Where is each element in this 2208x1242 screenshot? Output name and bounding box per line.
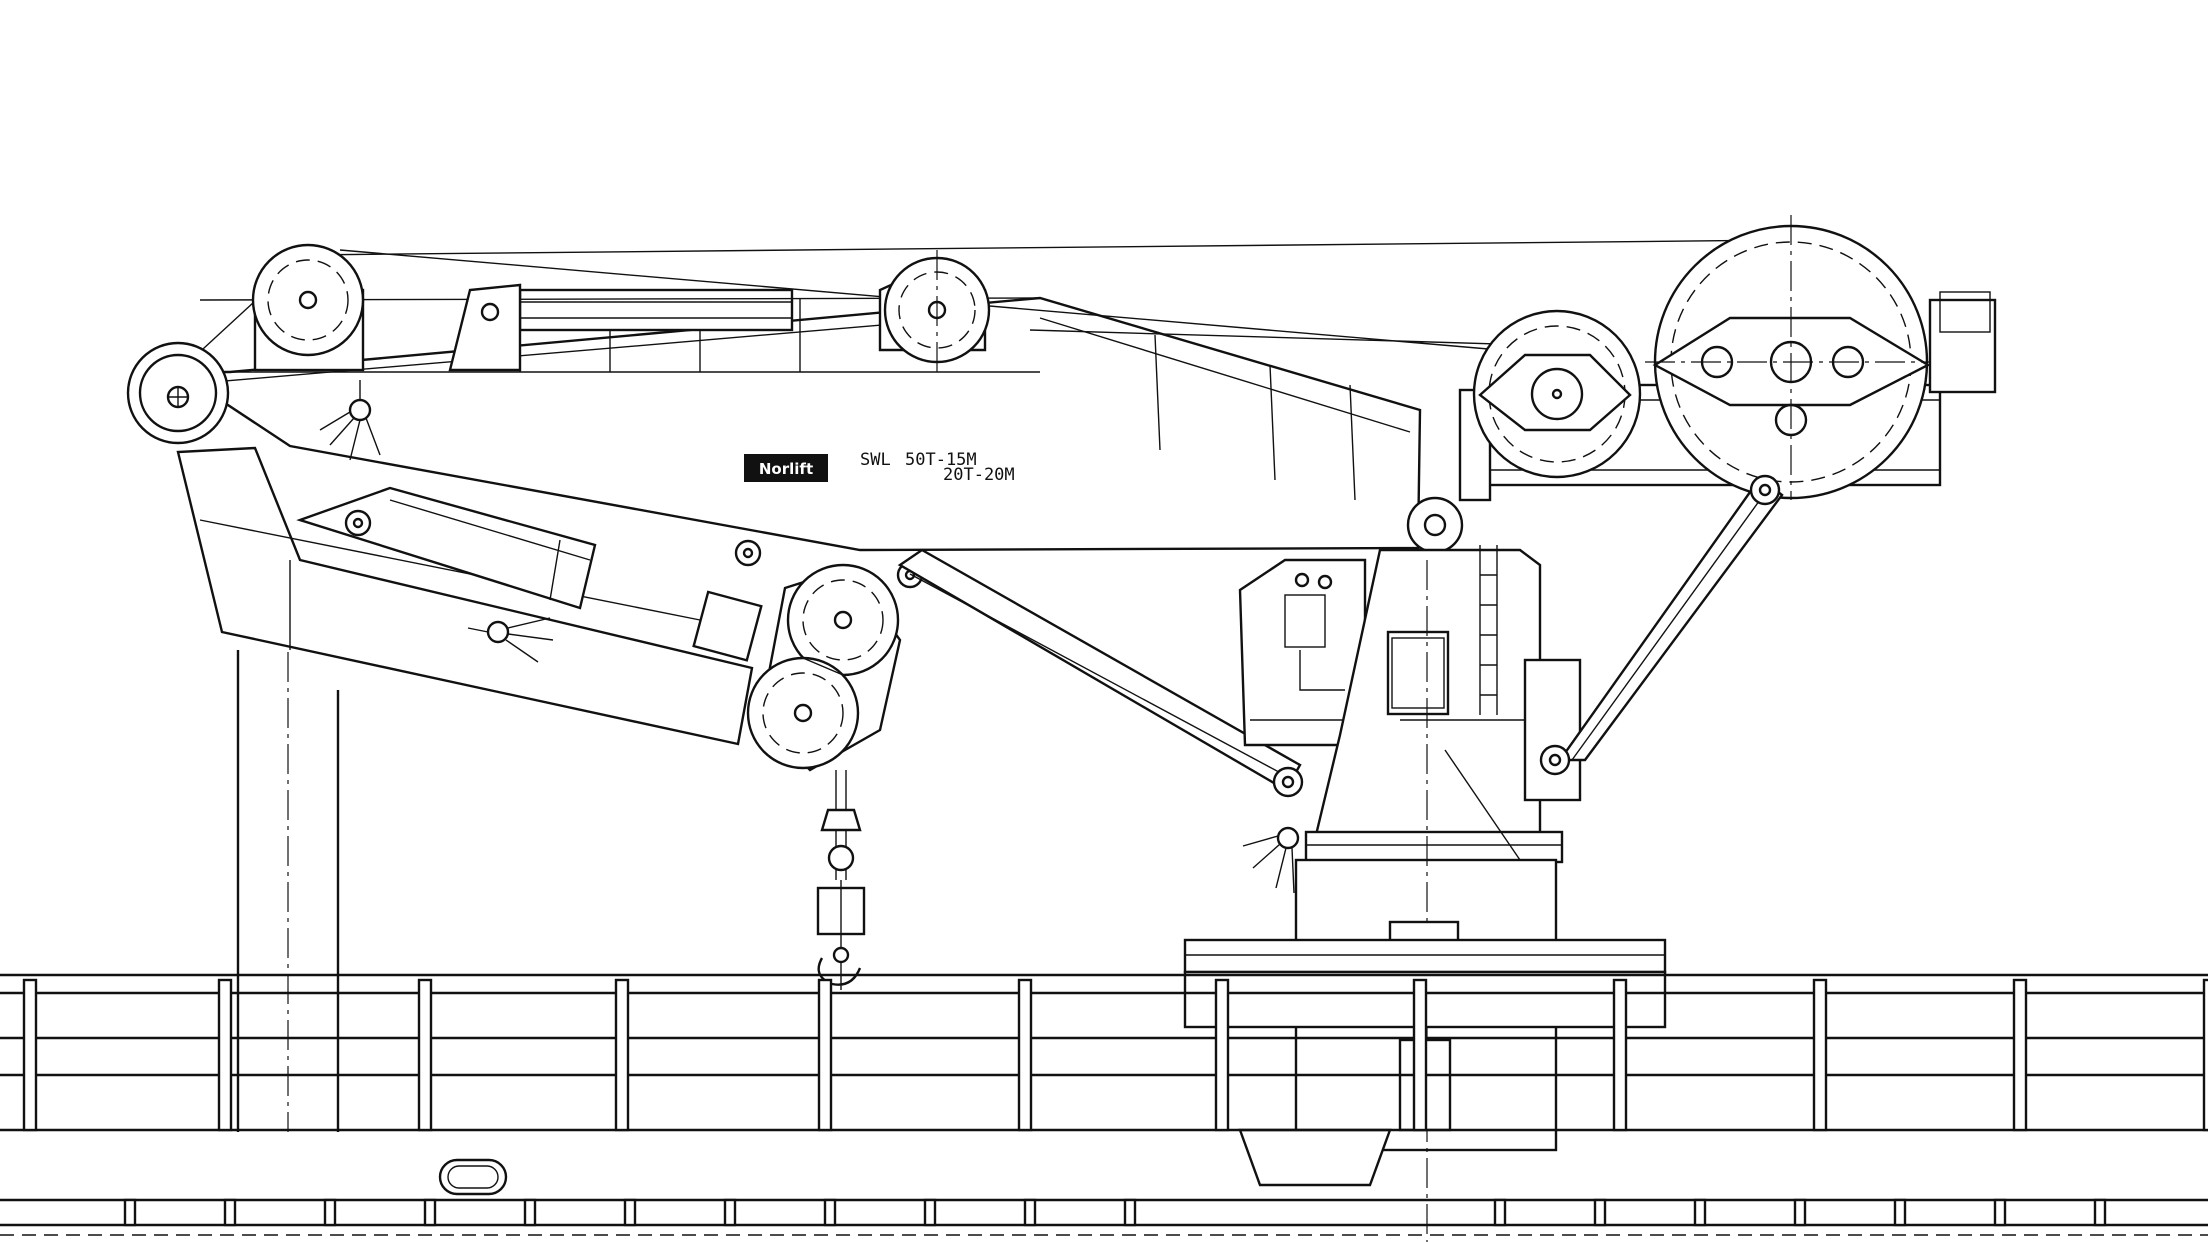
floodlight-icon — [467, 617, 554, 663]
railing-post — [1812, 978, 1828, 1132]
left-support-column — [236, 560, 340, 1132]
lower-rail-stanchion — [2093, 1198, 2107, 1227]
porthole-inner — [447, 1165, 499, 1189]
lower-rail-stanchion — [1893, 1198, 1907, 1227]
swl-label: SWL — [860, 450, 891, 470]
railing-posts — [22, 978, 2208, 1227]
railing-post — [1017, 978, 1033, 1132]
swl-rating-1: 50T-15M — [905, 450, 977, 470]
railing-post — [2202, 978, 2208, 1132]
deck-railing — [0, 973, 2208, 1236]
winch-drum-small — [1472, 309, 1642, 479]
lower-rail-stanchion — [623, 1198, 637, 1227]
lower-rail-stanchion — [923, 1198, 937, 1227]
lower-rail-stanchion — [1793, 1198, 1807, 1227]
slewing-housing — [1304, 545, 1582, 864]
railing-post — [1214, 978, 1230, 1132]
top-sheave-block-3 — [878, 250, 991, 372]
hook-block — [816, 770, 866, 990]
lower-rail-stanchion — [823, 1198, 837, 1227]
railing-post — [217, 978, 233, 1132]
lower-rail-stanchion — [1493, 1198, 1507, 1227]
railing-post — [1612, 978, 1628, 1132]
luffing-cylinder — [296, 486, 763, 662]
floodlight-icon — [319, 380, 381, 461]
floodlight-icon — [1242, 826, 1300, 894]
twin-sheave-block — [746, 563, 902, 772]
boom-rest-cradle — [176, 446, 754, 746]
lower-rail-stanchion — [423, 1198, 437, 1227]
railing-post — [22, 978, 38, 1132]
railing-post — [817, 978, 833, 1132]
lower-rail-stanchion — [1123, 1198, 1137, 1227]
lower-rail-stanchion — [523, 1198, 537, 1227]
lower-rail-stanchion — [1693, 1198, 1707, 1227]
top-sheave-block-2 — [448, 283, 522, 372]
lower-rail-stanchion — [723, 1198, 737, 1227]
railing-post — [1412, 978, 1428, 1132]
top-sheave-block-1 — [251, 243, 365, 372]
lower-rail-stanchion — [223, 1198, 237, 1227]
railing-post — [614, 978, 630, 1132]
lower-rail-stanchion — [323, 1198, 337, 1227]
railing-post — [2012, 978, 2028, 1132]
winch-drum-large — [1645, 215, 1940, 500]
boom-tip-sheave — [126, 341, 230, 445]
winch-motor-cap — [1939, 291, 1991, 333]
lower-rail-stanchion — [1993, 1198, 2007, 1227]
nameplate: Norlift — [744, 454, 828, 482]
main-strut — [897, 548, 1304, 798]
porthole — [438, 1158, 508, 1196]
lower-rail-stanchion — [1593, 1198, 1607, 1227]
lower-rail-stanchion — [123, 1198, 137, 1227]
winch-motor-box — [1928, 298, 1997, 394]
backstay-strut — [1539, 474, 1784, 776]
lower-rail-stanchion — [1023, 1198, 1037, 1227]
logo-text: Norlift — [759, 460, 813, 478]
railing-post — [417, 978, 433, 1132]
swl-rating-2: 20T-20M — [943, 465, 1015, 485]
